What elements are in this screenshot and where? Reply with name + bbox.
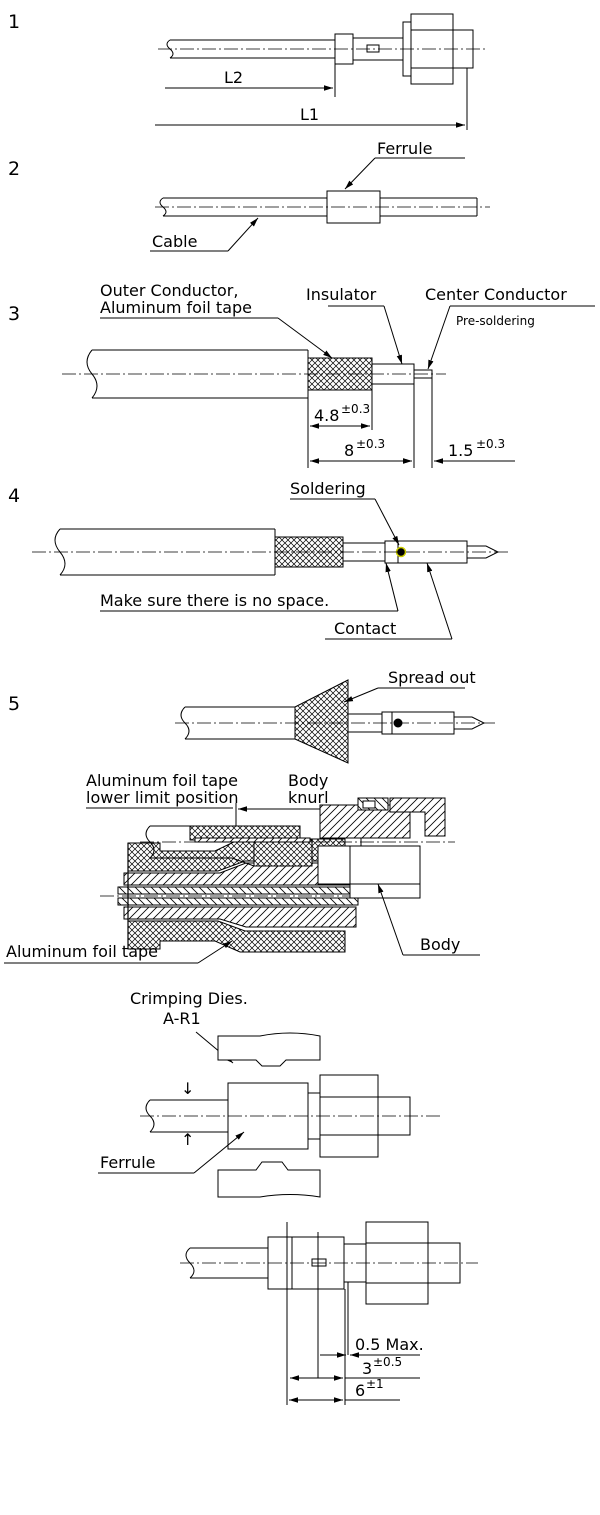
- label-outer-conductor-2: Aluminum foil tape: [100, 298, 252, 317]
- label-cable: Cable: [152, 232, 197, 251]
- dim-3-c-value: 1.5: [448, 441, 473, 460]
- label-outer-conductor-1: Outer Conductor,: [100, 281, 238, 300]
- label-soldering: Soldering: [290, 479, 366, 498]
- label-pre-soldering: Pre-soldering: [456, 314, 535, 328]
- label-no-space: Make sure there is no space.: [100, 591, 329, 610]
- assembly-braid: [253, 839, 313, 867]
- dim-3-a-value: 4.8: [314, 406, 339, 425]
- section-braid-lower: [127, 920, 346, 953]
- dim-3-a-tol: ±0.3: [341, 402, 370, 416]
- label-body-knurl-1: Body: [288, 771, 328, 790]
- crimping-die-upper: [217, 1032, 321, 1067]
- label-spread-out: Spread out: [388, 668, 476, 687]
- dim-3-tol: ±0.5: [373, 1355, 402, 1369]
- section-insulator-lower: [117, 897, 359, 906]
- dim-6-value: 6: [355, 1381, 365, 1400]
- step-2: 2 Ferrule Cable: [8, 139, 490, 252]
- assembly-nut-section: [389, 797, 446, 837]
- label-body: Body: [420, 935, 460, 954]
- step-5: 5 Spread out: [8, 668, 495, 764]
- label-crimping-dies-1: Crimping Dies.: [130, 989, 248, 1008]
- step-4: 4 Soldering Make sure there is no space.…: [8, 479, 510, 640]
- label-crimping-dies-2: A-R1: [163, 1009, 201, 1028]
- dim-l1: L1: [300, 105, 319, 124]
- step-number-1: 1: [8, 11, 20, 33]
- assembly-view: Body: [140, 797, 480, 956]
- label-foil-lower-2: lower limit position: [86, 788, 238, 807]
- section-ferrule-lower: [123, 906, 357, 928]
- arrow-down: ↓: [181, 1079, 194, 1098]
- label-insulator: Insulator: [306, 285, 377, 304]
- assembly-nut-lower: [349, 883, 421, 899]
- step-number-2: 2: [8, 158, 20, 180]
- section-insulator-upper: [117, 886, 359, 895]
- dim-3-c-tol: ±0.3: [476, 437, 505, 451]
- final-ferrule-slot: [311, 1258, 327, 1267]
- assembly-ferrule-sleeve: [194, 837, 311, 843]
- dim-l2: L2: [224, 68, 243, 87]
- dim-3-b-value: 8: [344, 441, 354, 460]
- crimping-die-lower: [217, 1161, 321, 1198]
- dim-3-b-tol: ±0.3: [356, 437, 385, 451]
- label-foil-lower-1: Aluminum foil tape: [86, 771, 238, 790]
- dim-6-tol: ±1: [366, 1377, 384, 1391]
- step-number-4: 4: [8, 485, 20, 507]
- label-center-conductor: Center Conductor: [425, 285, 567, 304]
- spread-out-braid: [294, 679, 349, 764]
- dim-max: 0.5 Max.: [355, 1335, 424, 1354]
- step-3: 3 Outer Conductor, Aluminum foil tape In…: [8, 281, 595, 468]
- step-number-3: 3: [8, 303, 20, 325]
- arrow-up: ↑: [181, 1130, 194, 1149]
- step-1: 1 L2 L1: [8, 11, 488, 130]
- label-crimp-ferrule: Ferrule: [100, 1153, 155, 1172]
- label-contact: Contact: [334, 619, 396, 638]
- label-ferrule: Ferrule: [377, 139, 432, 158]
- dim-3-value: 3: [362, 1359, 372, 1378]
- label-foil-tape: Aluminum foil tape: [6, 942, 158, 961]
- assembly-body-slot: [362, 800, 376, 809]
- assembly-body: [317, 845, 421, 885]
- final-view: 0.5 Max. 3 ±0.5 6 ±1: [180, 1221, 478, 1405]
- step-number-5: 5: [8, 693, 20, 715]
- label-body-knurl-2: knurl: [288, 788, 329, 807]
- crimp-view: Crimping Dies. A-R1 ↓ ↑ Ferrule: [98, 989, 440, 1198]
